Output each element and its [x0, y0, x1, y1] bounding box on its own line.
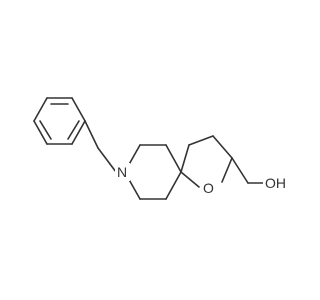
- bond-thf-2: [188, 135, 214, 146]
- hydroxyl-label: OH: [265, 175, 286, 191]
- bond-benzene-6: [33, 97, 48, 122]
- bond-benzyl-1: [84, 120, 99, 149]
- nitrogen-label: N: [117, 164, 127, 180]
- chemical-structure-diagram: N O OH: [33, 97, 287, 200]
- bond-thf-4: [221, 157, 233, 183]
- bond-pip-3: [165, 144, 182, 173]
- bond-thf-3: [212, 135, 233, 159]
- piperidine-ring: [126, 144, 182, 200]
- benzene-ring: [33, 97, 86, 145]
- bond-pip-4: [165, 171, 182, 200]
- bond-ch2oh-1: [231, 157, 249, 184]
- ring-oxygen-atom: O: [201, 178, 216, 196]
- bond-benzene-5: [33, 120, 48, 145]
- bond-benzene-2: [71, 97, 86, 122]
- bond-benzene-inner-2: [67, 120, 80, 140]
- ring-oxygen-label: O: [203, 180, 214, 196]
- bond-thf-5: [180, 171, 200, 188]
- bond-benzene-inner-3: [39, 120, 52, 140]
- bond-benzene-3: [71, 120, 86, 145]
- bond-thf-1: [180, 144, 190, 173]
- nitrogen-atom: N: [115, 163, 130, 181]
- hydroxyl-group: OH: [263, 174, 287, 192]
- bond-benzyl-2: [97, 147, 117, 173]
- tetrahydrofuran-ring: [180, 135, 233, 188]
